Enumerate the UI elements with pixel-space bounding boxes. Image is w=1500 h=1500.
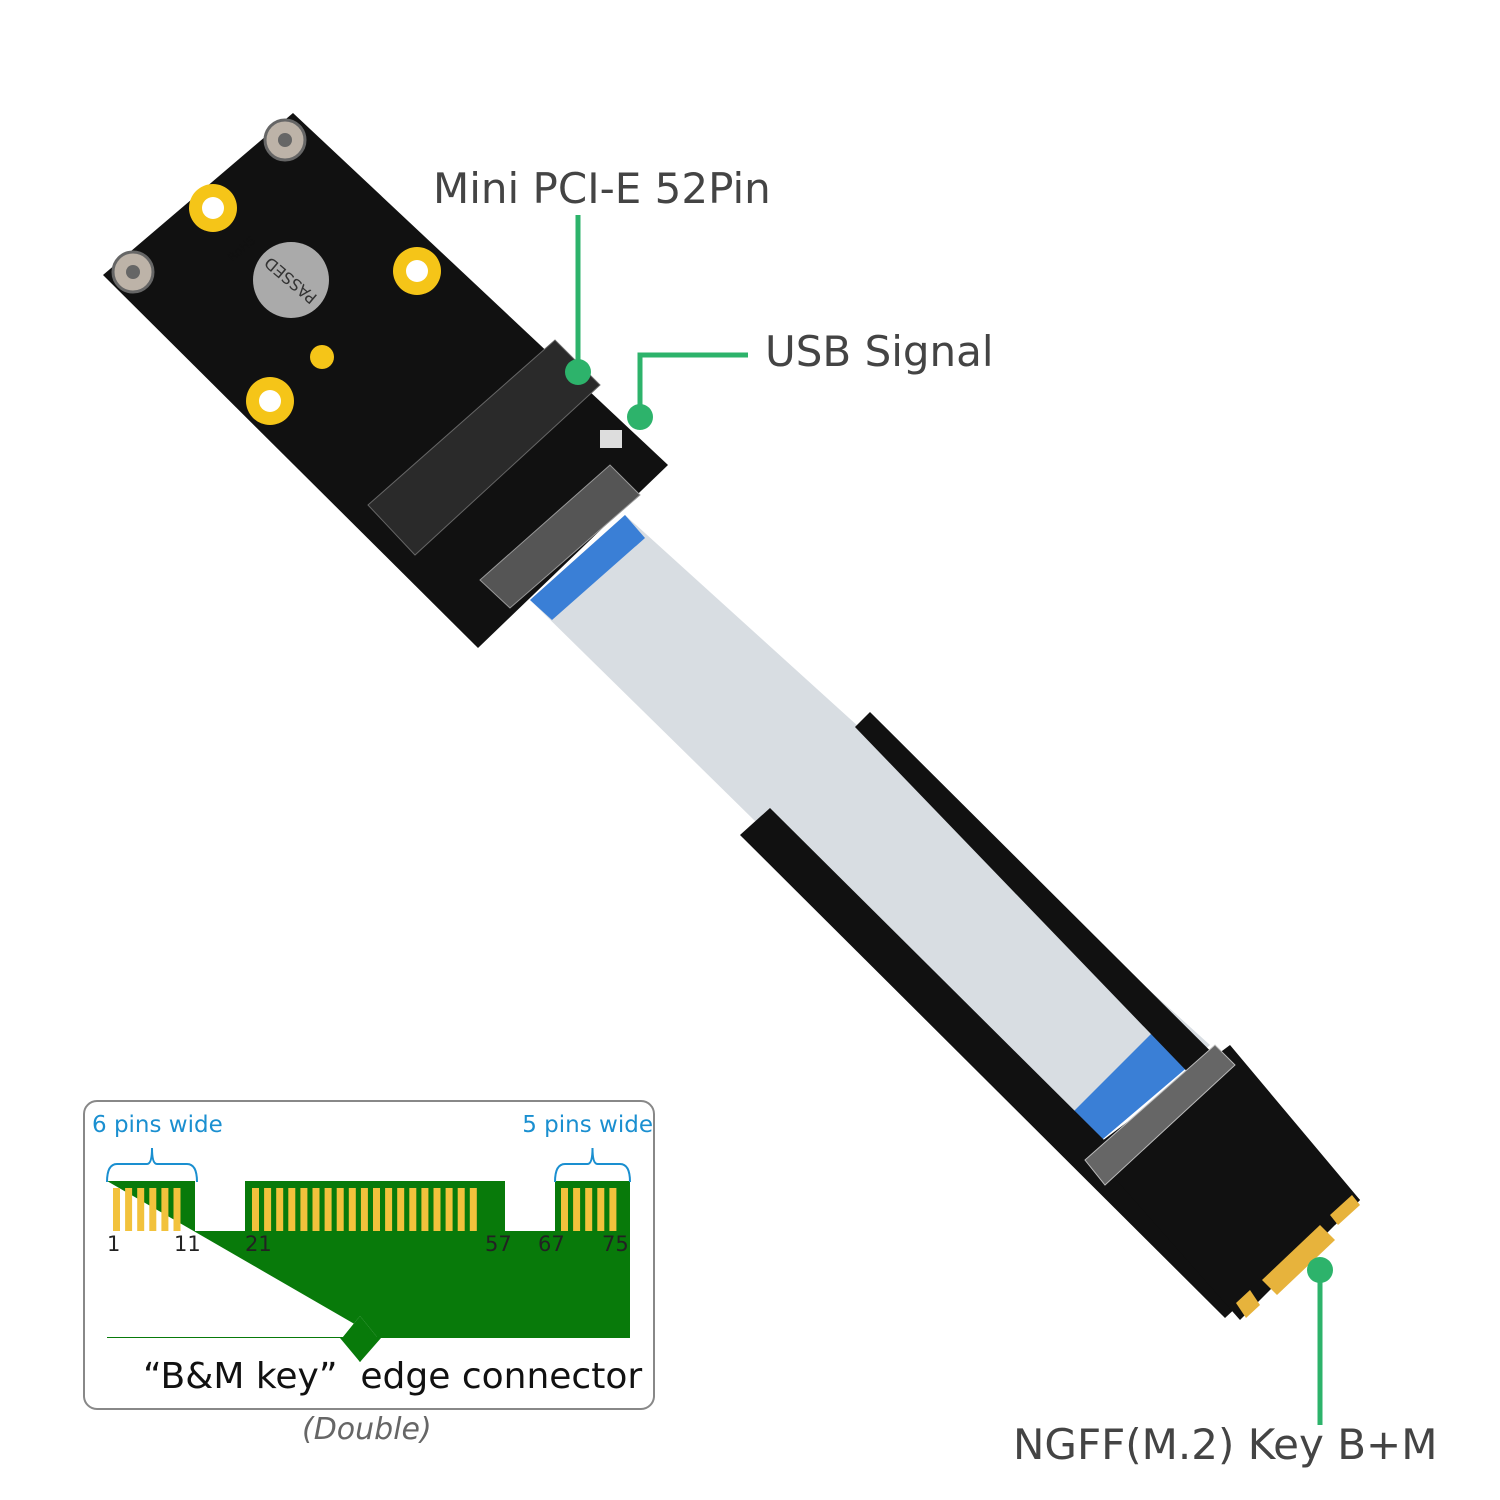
pin <box>300 1188 308 1231</box>
pin-number: 21 <box>245 1232 272 1256</box>
pin <box>457 1188 465 1231</box>
mini-pcie-label: Mini PCI-E 52Pin <box>433 164 771 213</box>
pin-number: 57 <box>485 1232 512 1256</box>
pin <box>469 1188 477 1231</box>
callout-lines <box>575 215 1323 1425</box>
pin <box>573 1188 581 1231</box>
pin-number: 11 <box>174 1232 201 1256</box>
pin-number: 75 <box>602 1232 629 1256</box>
pin <box>385 1188 393 1231</box>
pin <box>609 1188 617 1231</box>
callout-dot <box>1307 1257 1333 1283</box>
pin <box>276 1188 284 1231</box>
pin <box>336 1188 344 1231</box>
pin <box>409 1188 417 1231</box>
edge-connector-inset: 6 pins wide 5 pins wide 1 11 21 57 67 75… <box>83 1100 655 1410</box>
pin-number: 1 <box>107 1232 121 1256</box>
ribbon-cable <box>530 515 1210 1150</box>
pin <box>397 1188 405 1231</box>
left-width-label: 6 pins wide <box>92 1112 223 1138</box>
pin <box>173 1188 181 1231</box>
qc-sticker <box>253 242 329 318</box>
pin <box>360 1188 368 1231</box>
callout-dot <box>565 359 591 385</box>
pin <box>433 1188 441 1231</box>
width-brace <box>106 1147 198 1183</box>
pin <box>373 1188 380 1231</box>
pin <box>324 1188 332 1231</box>
pin <box>597 1188 605 1231</box>
pin <box>252 1188 259 1231</box>
width-brace <box>554 1147 631 1183</box>
key-notch <box>340 1338 381 1362</box>
pin <box>161 1188 169 1231</box>
inset-caption: “B&M key” edge connector <box>143 1356 643 1397</box>
pin-number: 67 <box>538 1232 565 1256</box>
connector-body <box>107 1181 630 1362</box>
pin <box>113 1188 120 1231</box>
usb-signal-label: USB Signal <box>765 327 994 376</box>
pin <box>348 1188 356 1231</box>
pin <box>149 1188 157 1231</box>
connector-diagram <box>106 1147 631 1362</box>
ngff-label: NGFF(M.2) Key B+M <box>1013 1420 1438 1469</box>
pin <box>561 1188 568 1231</box>
inset-subcaption: (Double) <box>302 1412 432 1447</box>
pin <box>264 1188 272 1231</box>
pin <box>137 1188 145 1231</box>
pin <box>445 1188 453 1231</box>
pin <box>288 1188 296 1231</box>
right-width-label: 5 pins wide <box>522 1112 653 1138</box>
mini-pcie-board: PASSED RoHS <box>103 113 668 648</box>
pin <box>585 1188 593 1231</box>
pin <box>421 1188 429 1231</box>
callout-dot <box>627 404 653 430</box>
pin <box>125 1188 133 1231</box>
pin <box>312 1188 320 1231</box>
m2-board <box>740 712 1360 1320</box>
